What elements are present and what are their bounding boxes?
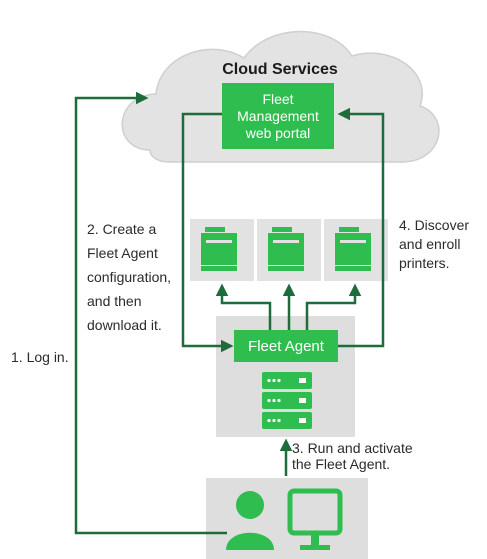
printer-icon (201, 227, 237, 271)
step3-label: 3. Run and activate the Fleet Agent. (292, 440, 413, 472)
agent-box (234, 330, 338, 362)
arrow-login (74, 91, 227, 535)
portal-box (222, 83, 334, 149)
server-rack-icon (262, 372, 312, 429)
printer-icon (268, 227, 304, 271)
step2-label: 2. Create a Fleet Agent configuration, a… (87, 221, 172, 333)
step1-label: 1. Log in. (11, 349, 69, 365)
step4-label: 4. Discover and enroll printers. (399, 217, 470, 271)
arrow-download (181, 112, 234, 353)
monitor-icon (287, 488, 343, 550)
user-icon (226, 491, 274, 550)
arrow-printer-3 (305, 283, 362, 330)
printer-icon (335, 227, 371, 271)
arrow-printer-1 (215, 283, 272, 330)
agent-label: Fleet Agent (248, 337, 324, 355)
portal-label: Fleet Management web portal (237, 90, 319, 141)
cloud-title: Cloud Services (222, 61, 338, 78)
arrow-enroll (337, 107, 385, 348)
